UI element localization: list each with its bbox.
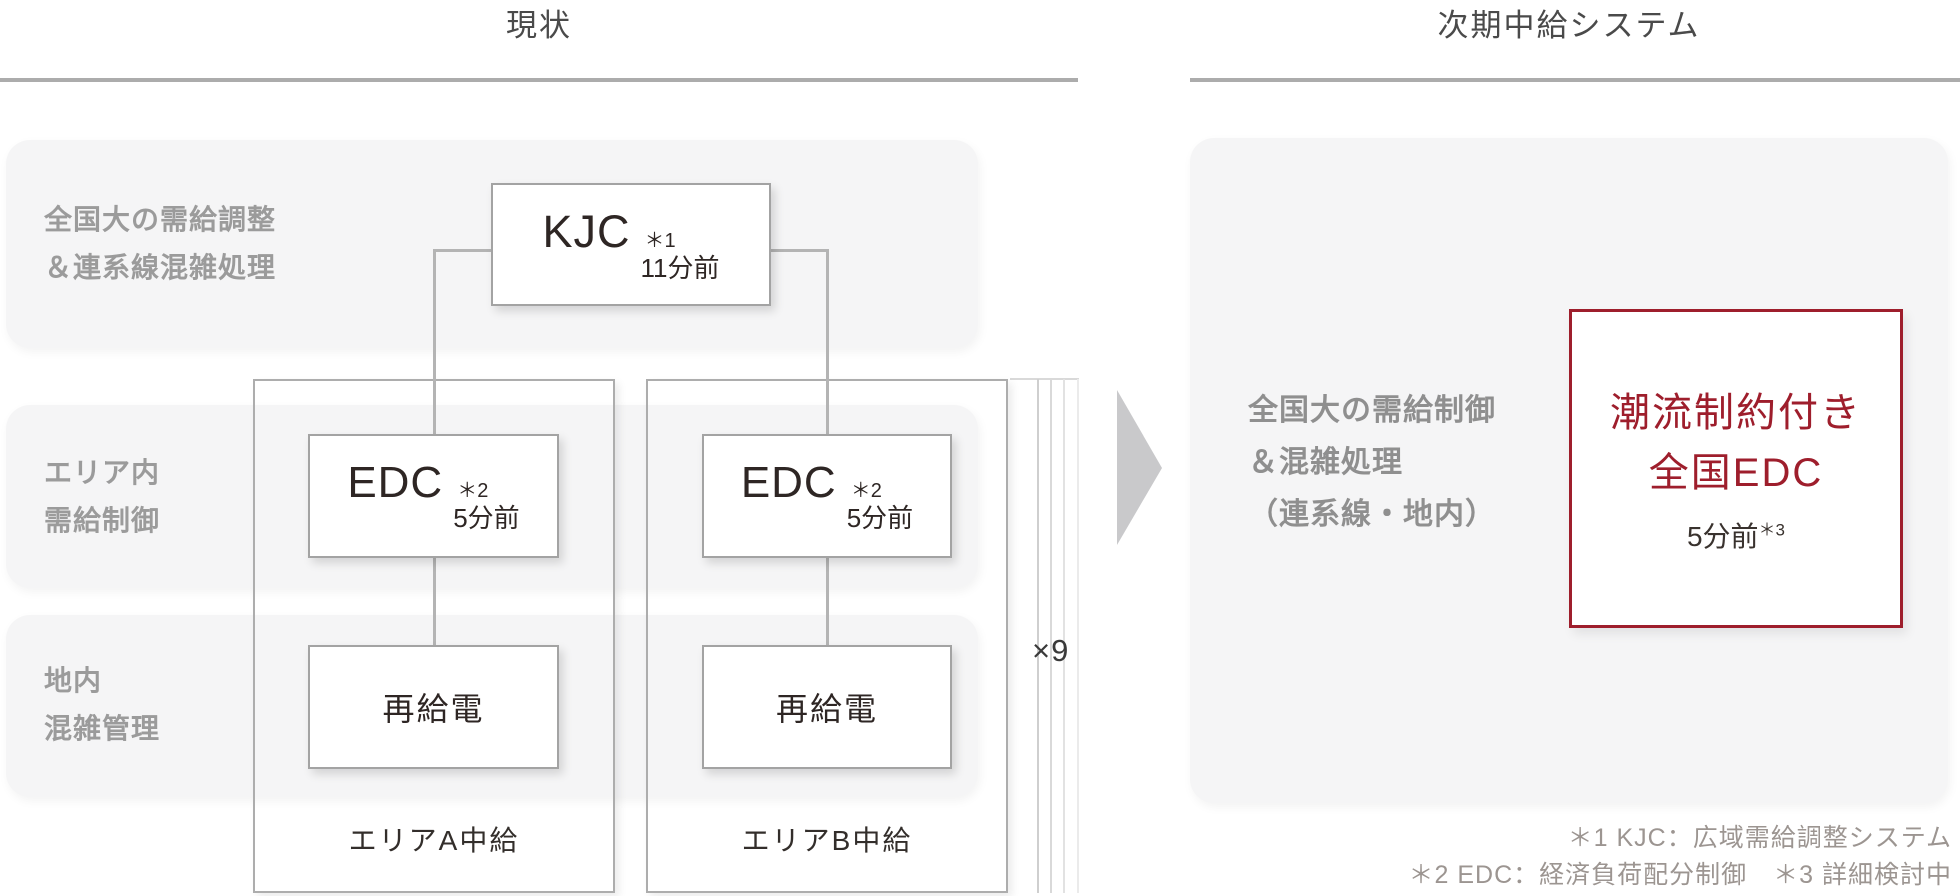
edc-name: EDC — [347, 458, 444, 507]
connector-kjc-to-edc-b — [826, 249, 829, 435]
multiplier-label: ×9 — [1032, 633, 1070, 668]
national-edc-line2: 全国EDC — [1648, 450, 1824, 495]
layer-label-line: 全国大の需給調整 — [44, 204, 277, 235]
footnote-1: ＊1 KJC：広域需給調整システム — [1567, 824, 1952, 852]
kjc-box: KJC ＊1 11分前 — [491, 183, 771, 306]
connector-kjc-to-edc-a — [433, 249, 436, 435]
next-system-label-line: ＆混雑処理 — [1248, 446, 1403, 479]
area-b-label: エリアB中給 — [741, 825, 913, 856]
layer-label-line: エリア内 — [44, 457, 161, 488]
layer-label-line: 混雑管理 — [44, 713, 161, 744]
current-state-title: 現状 — [506, 8, 572, 43]
national-edc-timing: 5分前＊3 — [1686, 520, 1786, 552]
footnote-2: ＊2 EDC：経済負荷配分制御 ＊3 詳細検討中 — [1408, 861, 1952, 889]
kjc-timing: 11分前 — [640, 252, 720, 283]
edc-timing: 5分前 — [846, 503, 914, 533]
edc-timing: 5分前 — [453, 503, 520, 533]
next-system-panel: 全国大の需給制御 ＆混雑処理 （連系線・地内） 潮流制約付き 全国EDC 5分前… — [1190, 138, 1948, 803]
stack-top-line — [1010, 378, 1079, 380]
kjc-name: KJC — [542, 205, 631, 257]
redispatch-box-area-b: 再給電 — [702, 645, 952, 769]
layer-label-line: 需給制御 — [44, 505, 161, 536]
stack-line — [1063, 379, 1065, 893]
national-edc-line1: 潮流制約付き — [1610, 390, 1862, 435]
connector-edc-a-to-redispatch — [433, 558, 436, 646]
stack-line — [1077, 379, 1079, 893]
redispatch-label: 再給電 — [382, 691, 485, 727]
next-system-title: 次期中給システム — [1437, 8, 1701, 43]
connector-edc-b-to-redispatch — [826, 558, 829, 646]
edc-footnote-mark: ＊2 — [457, 480, 489, 502]
layer-label-line: 地内 — [44, 665, 103, 696]
footnotes: ＊1 KJC：広域需給調整システム ＊2 EDC：経済負荷配分制御 ＊3 詳細検… — [1052, 820, 1952, 894]
area-a-label: エリアA中給 — [348, 825, 520, 856]
national-edc-footnote-mark: ＊3 — [1758, 520, 1786, 540]
redispatch-label: 再給電 — [775, 691, 878, 727]
layer-label-line: ＆連系線混雑処理 — [44, 252, 277, 283]
transition-arrow-icon — [1117, 390, 1162, 545]
connector-kjc-left-h — [433, 249, 491, 252]
next-system-label-line: （連系線・地内） — [1248, 498, 1496, 531]
next-system-rule — [1190, 78, 1960, 82]
edc-name: EDC — [740, 458, 837, 507]
current-state-rule — [0, 78, 1078, 82]
edc-box-area-b: EDC ＊2 5分前 — [702, 434, 952, 558]
edc-box-area-a: EDC ＊2 5分前 — [308, 434, 559, 558]
kjc-footnote-mark: ＊1 — [644, 229, 676, 252]
stack-line — [1037, 379, 1039, 893]
stack-line — [1050, 379, 1052, 893]
national-edc-box: 潮流制約付き 全国EDC 5分前＊3 — [1569, 309, 1903, 628]
redispatch-box-area-a: 再給電 — [308, 645, 559, 769]
next-system-label-line: 全国大の需給制御 — [1248, 394, 1496, 427]
edc-footnote-mark: ＊2 — [850, 480, 882, 502]
connector-kjc-right-h — [771, 249, 829, 252]
